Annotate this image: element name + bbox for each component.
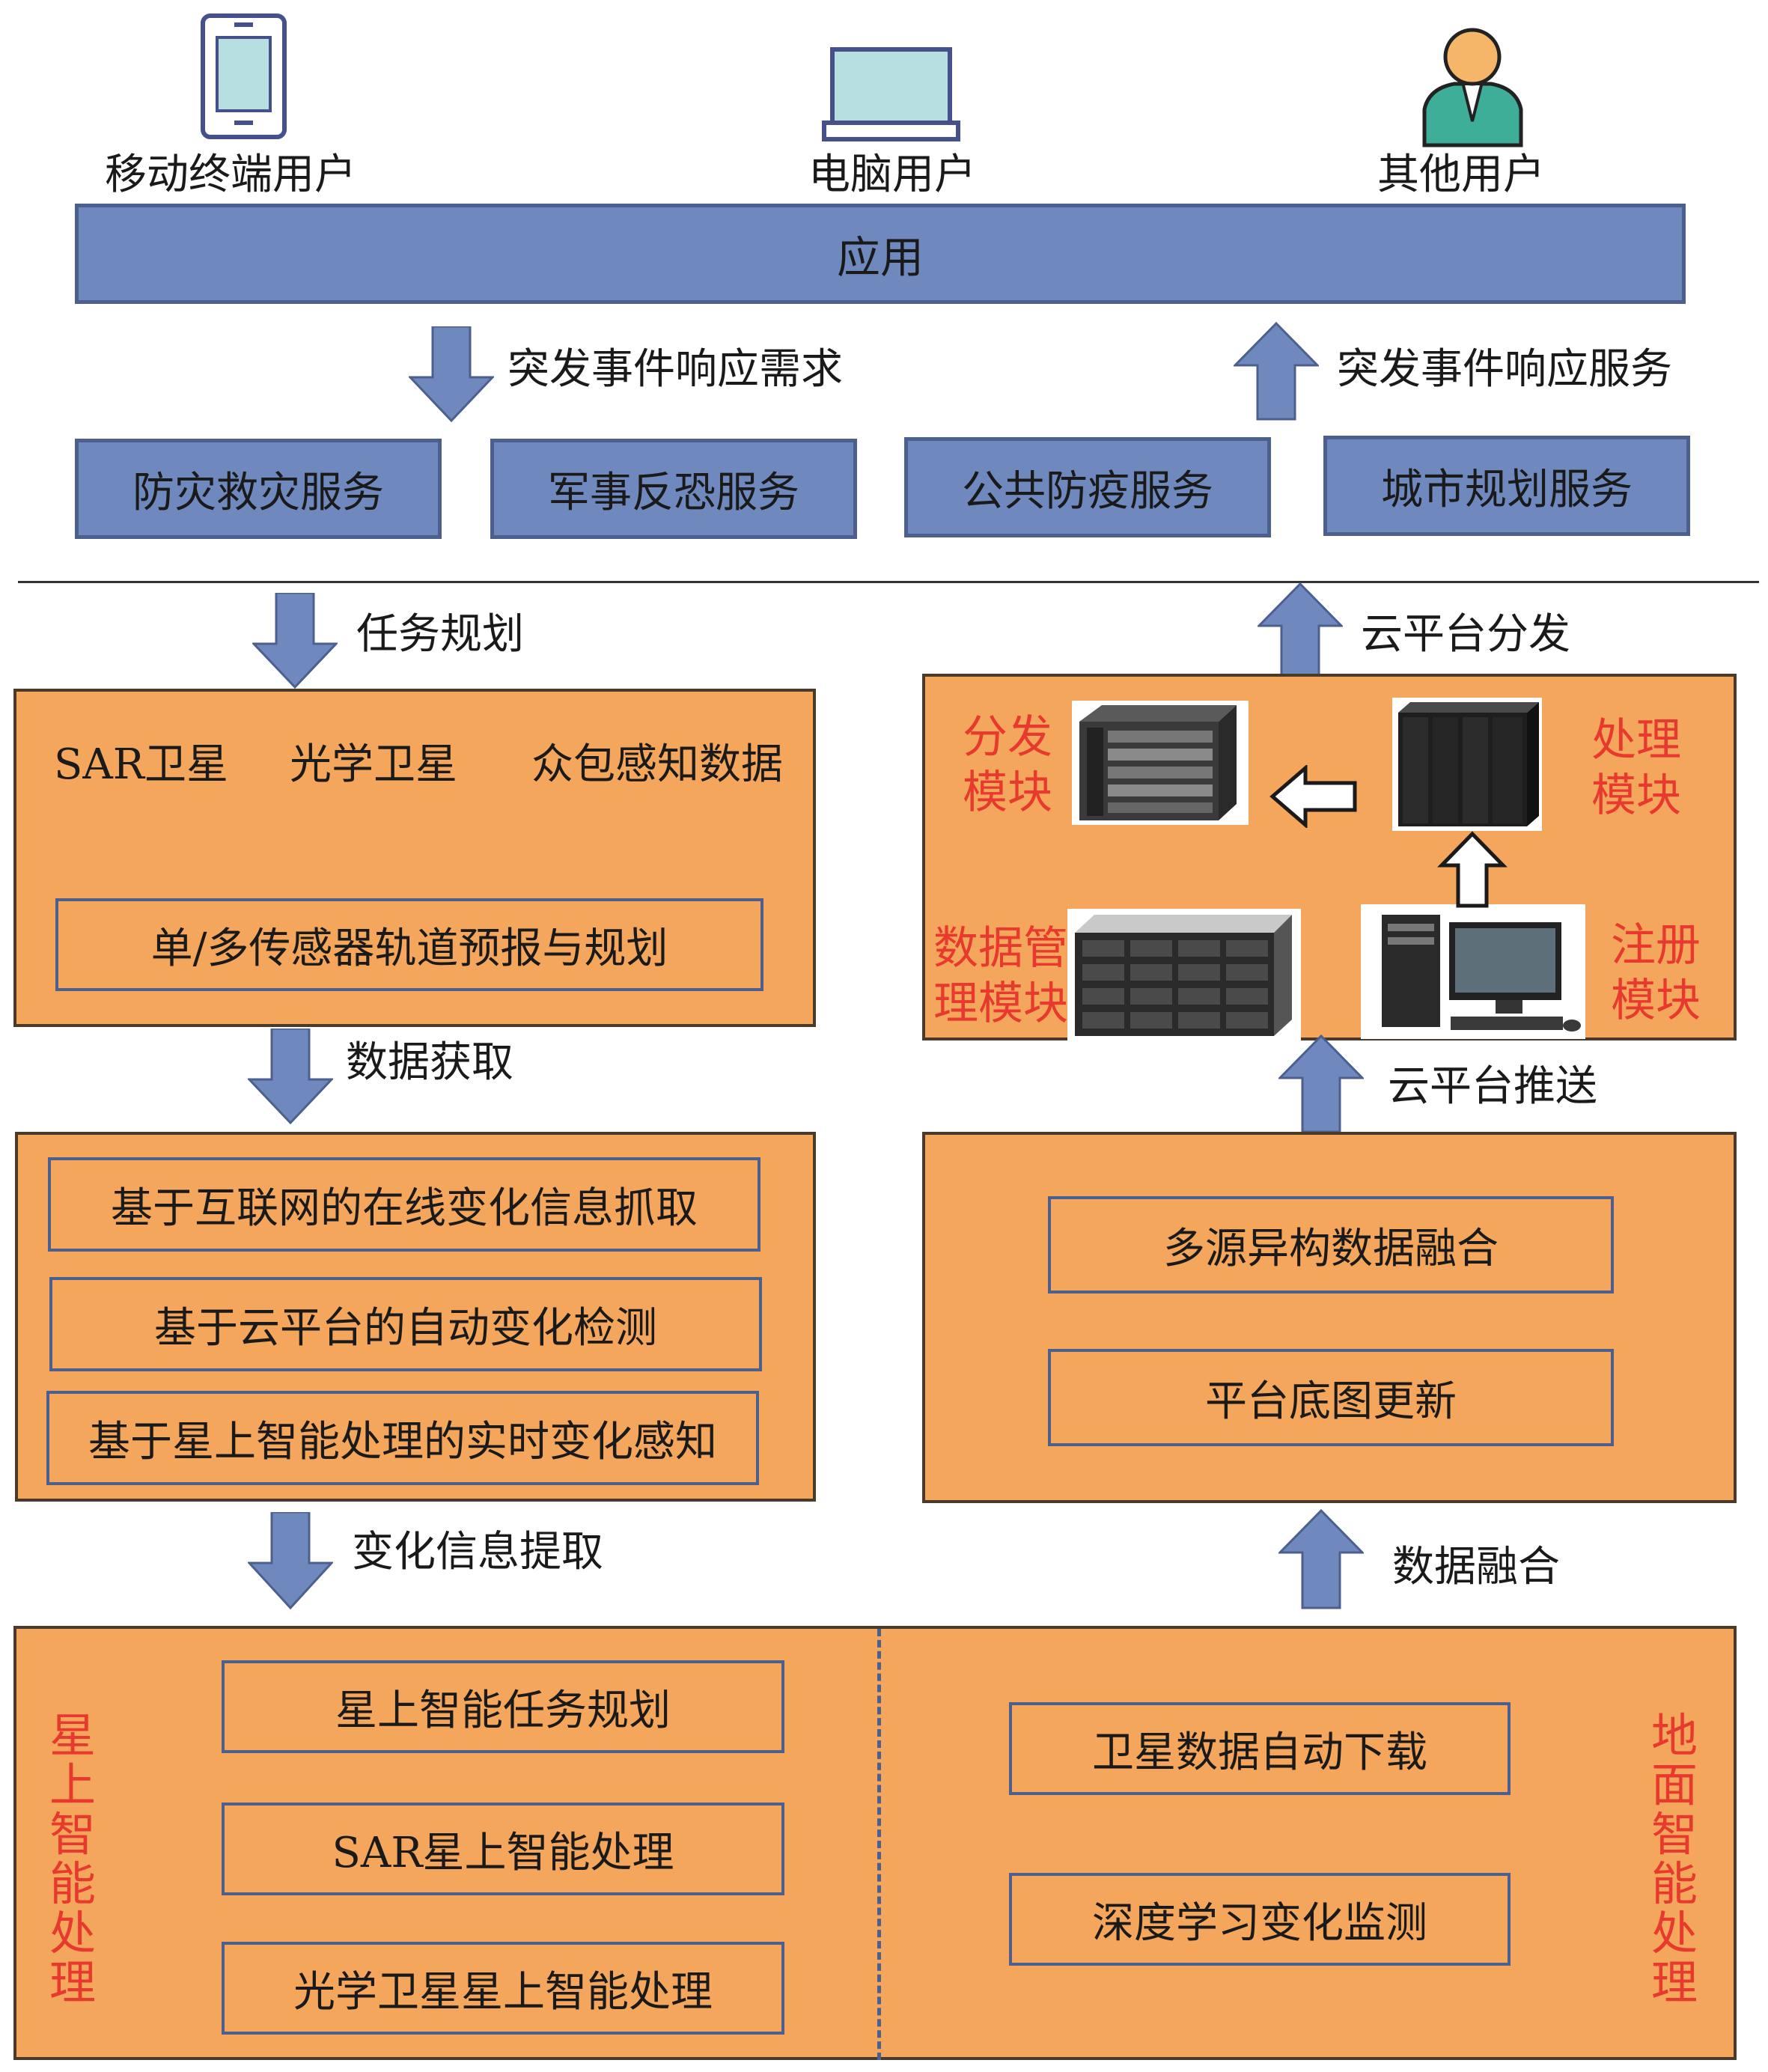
up-arrow-icon [1234, 322, 1319, 421]
cloud-auto-detection-label: 基于云平台的自动变化检测 [154, 1303, 657, 1353]
distribute-module-image [1072, 701, 1249, 825]
sar-onboard-box: SAR星上智能处理 [222, 1803, 784, 1895]
service-label: 城市规划服务 [1381, 465, 1633, 514]
up-arrow-icon [1258, 582, 1343, 680]
service-box-epidemic: 公共防疫服务 [904, 437, 1271, 537]
online-change-box: 基于互联网的在线变化信息抓取 [48, 1157, 760, 1252]
hollow-up-arrow-icon [1437, 831, 1508, 908]
service-box-disaster: 防灾救灾服务 [75, 439, 442, 539]
orbit-planning-box: 单/多传感器轨道预报与规划 [55, 898, 763, 991]
onboard-realtime-label: 基于星上智能处理的实时变化感知 [88, 1417, 717, 1466]
other-user-label: 其他用户 [1377, 150, 1545, 199]
distribute-module-label: 分发模块 [963, 711, 1052, 819]
service-label: 公共防疫服务 [962, 466, 1213, 516]
storage-array-icon [1075, 915, 1292, 1036]
sensor-panel: SAR卫星 光学卫星 众包感知数据 单/多传感器轨道预报与规划 [13, 689, 816, 1027]
mobile-phone-icon [201, 13, 287, 139]
register-module-image [1361, 904, 1585, 1039]
crowdsourced-data-label: 众包感知数据 [531, 740, 783, 789]
application-bar: 应用 [75, 204, 1686, 304]
task-planning-label: 任务规划 [356, 610, 524, 659]
mobile-user-label: 移动终端用户 [105, 150, 356, 199]
online-change-label: 基于互联网的在线变化信息抓取 [111, 1183, 698, 1233]
network-switch-icon [1079, 705, 1237, 820]
service-label: 防灾救灾服务 [132, 468, 384, 517]
orbit-planning-label: 单/多传感器轨道预报与规划 [150, 924, 668, 973]
cloud-module-panel: 分发模块 处理模块 数据管理模块 [922, 674, 1737, 1040]
fusion-panel: 多源异构数据融合 平台底图更新 [922, 1132, 1737, 1503]
section-divider [18, 581, 1759, 583]
server-rack-icon [1398, 702, 1539, 826]
cloud-auto-detection-box: 基于云平台的自动变化检测 [49, 1277, 762, 1371]
service-box-urban: 城市规划服务 [1323, 436, 1690, 536]
service-label: 军事反恐服务 [548, 468, 799, 517]
change-detection-panel: 基于互联网的在线变化信息抓取 基于云平台的自动变化检测 基于星上智能处理的实时变… [15, 1132, 816, 1502]
down-arrow-icon [248, 1512, 333, 1610]
user-person-icon [1422, 28, 1523, 147]
data-manage-module-image [1067, 909, 1301, 1040]
laptop-icon [822, 47, 960, 141]
register-module-label: 注册模块 [1611, 919, 1701, 1027]
optical-onboard-label: 光学卫星星上智能处理 [293, 1967, 713, 2017]
service-arrow-label: 突发事件响应服务 [1337, 345, 1672, 394]
pc-user-label: 电脑用户 [808, 150, 976, 199]
data-acquisition-label: 数据获取 [346, 1038, 513, 1087]
auto-download-box: 卫星数据自动下载 [1009, 1702, 1511, 1795]
ground-side-label: 地面智能处理 [1650, 1708, 1698, 2010]
desktop-computer-icon [1382, 915, 1581, 1032]
multi-source-fusion-label: 多源异构数据融合 [1163, 1224, 1499, 1273]
cloud-distribute-label: 云平台分发 [1361, 610, 1570, 659]
data-fusion-label: 数据融合 [1392, 1543, 1560, 1591]
deep-learning-label: 深度学习变化监测 [1092, 1898, 1427, 1948]
down-arrow-icon [252, 593, 338, 689]
hollow-left-arrow-icon [1269, 765, 1357, 828]
onboard-task-label: 星上智能任务规划 [335, 1686, 671, 1735]
service-box-military: 军事反恐服务 [490, 439, 857, 539]
panel-dashed-divider [877, 1629, 881, 2060]
deep-learning-box: 深度学习变化监测 [1009, 1873, 1511, 1966]
basemap-update-label: 平台底图更新 [1205, 1377, 1457, 1426]
process-module-image [1392, 698, 1542, 831]
application-label: 应用 [836, 232, 924, 283]
optical-onboard-box: 光学卫星星上智能处理 [222, 1942, 784, 2035]
down-arrow-icon [409, 326, 494, 423]
basemap-update-box: 平台底图更新 [1048, 1349, 1614, 1446]
auto-download-label: 卫星数据自动下载 [1092, 1728, 1427, 1777]
up-arrow-icon [1278, 1509, 1364, 1609]
process-module-label: 处理模块 [1591, 714, 1681, 822]
cloud-push-label: 云平台推送 [1388, 1062, 1597, 1111]
sar-onboard-label: SAR星上智能处理 [332, 1828, 674, 1877]
multi-source-fusion-box: 多源异构数据融合 [1048, 1196, 1614, 1294]
onboard-realtime-box: 基于星上智能处理的实时变化感知 [46, 1391, 759, 1485]
up-arrow-icon [1278, 1035, 1364, 1133]
change-extraction-label: 变化信息提取 [352, 1528, 603, 1576]
demand-arrow-label: 突发事件响应需求 [507, 345, 843, 394]
optical-satellite-label: 光学卫星 [290, 740, 457, 789]
down-arrow-icon [248, 1029, 333, 1125]
sar-satellite-label: SAR卫星 [54, 740, 228, 789]
intelligent-processing-panel: 星上智能处理 星上智能任务规划 SAR星上智能处理 光学卫星星上智能处理 卫星数… [13, 1626, 1737, 2060]
onboard-side-label: 星上智能处理 [49, 1708, 96, 2010]
data-manage-module-label: 数据管理模块 [933, 922, 1068, 1030]
onboard-task-box: 星上智能任务规划 [222, 1660, 784, 1753]
